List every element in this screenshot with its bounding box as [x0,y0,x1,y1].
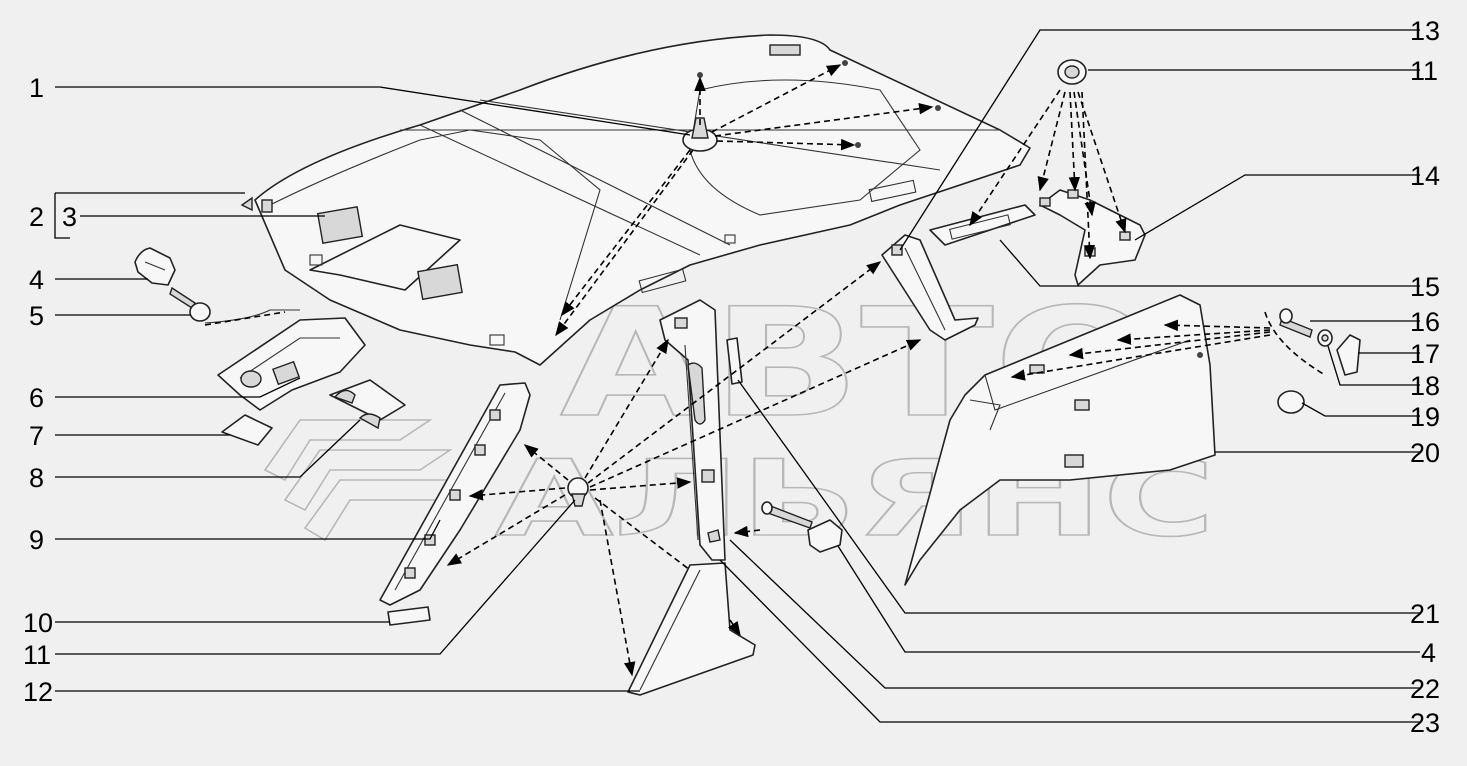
b-pillar-lower-trim [627,562,756,696]
trim-pad [387,606,431,626]
callout-22: 22 [1410,674,1440,704]
callout-7: 7 [29,421,44,451]
callout-2: 2 [29,202,44,232]
luggage-trim-panel [904,294,1216,586]
callout-15: 15 [1410,272,1440,302]
callout-4-left: 4 [29,265,44,295]
screw-22 [761,501,813,529]
callout-11-left: 11 [23,640,51,670]
callout-19: 19 [1410,402,1440,432]
screw-5 [169,286,211,322]
clip-17 [1336,334,1361,376]
lamp-lens [221,414,273,446]
visor-hook-right [807,519,843,553]
callout-18: 18 [1410,371,1440,401]
screw-16 [1279,308,1313,338]
rear-panel-14 [1039,189,1146,286]
trim-cover-15 [929,204,1036,246]
callout-11-right: 11 [1410,56,1438,86]
callout-14: 14 [1410,161,1440,191]
callout-10: 10 [23,608,53,638]
callout-8: 8 [29,463,44,493]
callout-12: 12 [23,677,53,707]
retainer-clip-center [567,477,589,507]
clip-23 [707,529,721,543]
overhead-console [204,309,366,411]
callout-13: 13 [1410,16,1440,46]
b-pillar-upper-trim [659,299,726,561]
headliner [240,34,1031,366]
visor-hook-left [134,247,176,286]
callout-16: 16 [1410,307,1440,337]
plug-19 [1277,390,1305,414]
callout-1: 1 [29,73,44,103]
console-clips [329,379,406,430]
callout-23: 23 [1410,708,1440,738]
callout-5: 5 [29,301,44,331]
retainer-clip-top [1057,59,1087,85]
trim-plate-21 [726,337,743,385]
a-pillar-trim [379,382,531,606]
leader-lines [54,29,1420,723]
callout-6: 6 [29,383,44,413]
callout-17: 17 [1410,339,1440,369]
callout-20: 20 [1410,438,1440,468]
callout-numbers: 1 2 3 4 5 6 7 8 9 10 11 12 13 11 14 15 1… [23,16,1440,738]
washer-18 [1317,329,1333,347]
c-pillar-trim [881,234,979,341]
callout-4-right: 4 [1421,638,1436,668]
callout-9: 9 [29,525,44,555]
headliner-clip [682,117,718,152]
assembly-arrows [446,64,1326,677]
callout-3: 3 [62,202,77,232]
callout-21: 21 [1410,599,1440,629]
